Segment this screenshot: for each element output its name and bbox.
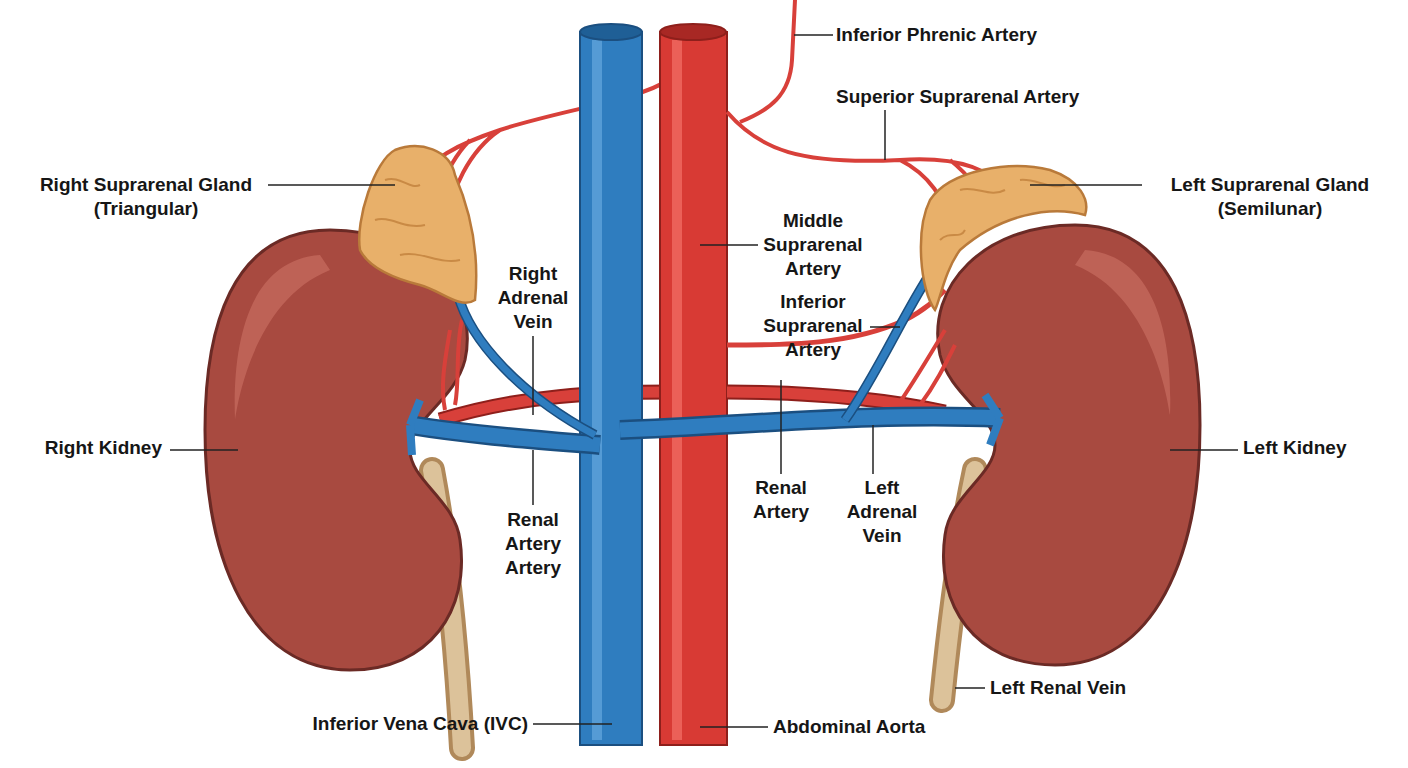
right-renal-vein (410, 425, 600, 445)
gland-texture (375, 179, 460, 261)
ivc-highlight (592, 40, 602, 740)
right-inferior-suprarenal-artery (443, 320, 462, 410)
left-kidney-shape (938, 225, 1200, 665)
leader-line (532, 450, 534, 505)
leader-line (700, 244, 758, 246)
part-label: Inferior Vena Cava (IVC) (313, 712, 528, 736)
leader-line (700, 726, 768, 728)
part-label: Right Kidney (45, 436, 162, 460)
inferior-suprarenal-artery (900, 330, 955, 405)
leader-line (870, 326, 900, 328)
aorta-highlight (672, 40, 682, 740)
leader-line (955, 687, 985, 689)
inferior-phrenic-artery (740, 0, 795, 122)
part-label: Right Suprarenal Gland (Triangular) (21, 173, 271, 221)
right-renal-vein-branches (410, 400, 420, 455)
leader-line (1170, 449, 1238, 451)
part-label: Renal Artery Artery (497, 508, 569, 580)
part-label: Left Renal Vein (990, 676, 1126, 700)
kidney-outline (938, 225, 1200, 665)
part-label: Renal Artery (745, 476, 817, 524)
ivc-opening (580, 24, 642, 40)
leader-line (268, 184, 395, 186)
leader-line (872, 425, 874, 474)
aorta-opening (660, 24, 726, 40)
part-label: Inferior Phrenic Artery (836, 23, 1037, 47)
ivc-tube (580, 32, 642, 745)
part-label: Middle Suprarenal Artery (757, 209, 869, 281)
leader-line (884, 110, 886, 160)
leader-line (533, 723, 612, 725)
part-label: Left Suprarenal Gland (Semilunar) (1145, 173, 1395, 221)
kidney-highlight (235, 255, 330, 420)
part-label: Inferior Suprarenal Artery (757, 290, 869, 362)
leader-line (1030, 184, 1142, 186)
part-label: Superior Suprarenal Artery (836, 85, 1079, 109)
left-suprarenal-gland-shape (921, 166, 1086, 310)
left-renal-vein-branches (985, 395, 1000, 445)
leader-line (780, 380, 782, 474)
part-label: Left Adrenal Vein (838, 476, 926, 548)
right-suprarenal-gland-shape (359, 146, 476, 303)
part-label: Abdominal Aorta (773, 715, 925, 739)
right-renal-vein-edge (410, 425, 600, 445)
leader-line (170, 449, 238, 451)
kidney-outline (205, 230, 467, 670)
left-renal-vein (620, 416, 1000, 430)
kidney-highlight (1075, 250, 1170, 415)
part-label: Right Adrenal Vein (489, 262, 577, 334)
gland-texture (940, 180, 1065, 240)
aorta-tube (660, 32, 727, 745)
right-kidney-shape (205, 230, 467, 670)
part-label: Left Kidney (1243, 436, 1346, 460)
leader-line (794, 34, 833, 36)
left-renal-vein-edge (620, 416, 1000, 430)
leader-lines (170, 35, 1238, 727)
leader-line (532, 336, 534, 415)
